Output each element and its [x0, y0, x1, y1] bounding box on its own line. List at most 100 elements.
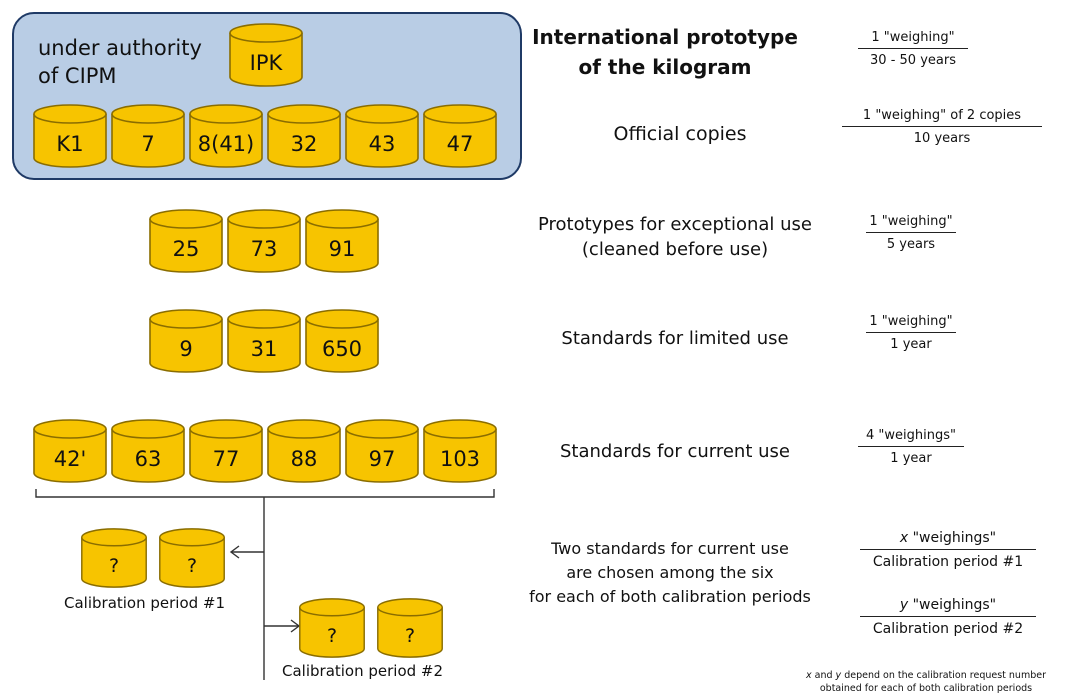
- cylinder-label: 63: [134, 447, 162, 471]
- fraction-numerator: 1 "weighing": [869, 214, 953, 229]
- fraction-bar: [866, 332, 956, 333]
- selection-connector: [35, 489, 495, 680]
- ipk-row-label: International prototype of the kilogram: [530, 22, 800, 82]
- limited-row-label: Standards for limited use: [561, 328, 789, 349]
- footnote-line2: obtained for each of both calibration pe…: [819, 683, 1033, 694]
- footnote-line1: x and y depend on the calibration reques…: [776, 669, 1076, 682]
- ipk-frequency-fraction: 1 "weighing" 30 - 50 years: [858, 30, 968, 68]
- cylinder-label: 25: [172, 237, 200, 261]
- authority-label-line2: of CIPM: [38, 64, 117, 88]
- cylinder-label: IPK: [249, 51, 283, 75]
- cylinder-current-1: 42': [32, 418, 108, 484]
- variable-x: x: [899, 530, 909, 546]
- fraction-bar: [858, 446, 964, 447]
- fraction-numerator: y "weighings": [860, 597, 1036, 616]
- fraction-bar: [866, 232, 956, 233]
- cylinder-label: ?: [186, 555, 198, 577]
- selection-explanation-line1: Two standards for current use: [551, 539, 789, 558]
- cylinder-label: 9: [179, 337, 193, 361]
- cylinder-label: 650: [321, 337, 363, 361]
- cylinder-official-6: 47: [422, 103, 498, 169]
- cylinder-label: 91: [328, 237, 356, 261]
- cylinder-label: 73: [250, 237, 278, 261]
- fraction-denominator: 1 year: [890, 451, 932, 466]
- cylinder-label: 8(41): [197, 132, 255, 156]
- exceptional-row-label: Prototypes for exceptional use (cleaned …: [515, 212, 835, 262]
- current-frequency-fraction: 4 "weighings" 1 year: [858, 428, 964, 466]
- footnote: x and y depend on the calibration reques…: [776, 669, 1076, 695]
- cylinder-cal1-1: ?: [80, 527, 148, 589]
- fraction-denominator: Calibration period #1: [872, 554, 1024, 570]
- footnote-var-x: x: [806, 670, 812, 681]
- cylinder-label: 43: [368, 132, 396, 156]
- fraction-bar: [860, 616, 1036, 617]
- fraction-numerator: 1 "weighing": [869, 314, 953, 329]
- cylinder-limited-3: 650: [304, 308, 380, 374]
- cylinder-exceptional-1: 25: [148, 208, 224, 274]
- cylinder-official-4: 32: [266, 103, 342, 169]
- ipk-row-label-line1: International prototype: [532, 25, 798, 49]
- fraction-numerator: 1 "weighing" of 2 copies: [862, 108, 1022, 123]
- selection-explanation: Two standards for current use are chosen…: [510, 537, 830, 609]
- cylinder-current-5: 97: [344, 418, 420, 484]
- fraction-denominator: 1 year: [890, 337, 932, 352]
- cylinder-label: ?: [108, 555, 120, 577]
- numerator-text: "weighings": [908, 597, 997, 613]
- cylinder-exceptional-3: 91: [304, 208, 380, 274]
- cylinder-official-5: 43: [344, 103, 420, 169]
- cylinder-current-6: 103: [422, 418, 498, 484]
- cylinder-cal2-2: ?: [376, 597, 444, 659]
- footnote-var-y: y: [835, 670, 842, 681]
- numerator-text: "weighings": [908, 530, 997, 546]
- selection-explanation-line2: are chosen among the six: [566, 563, 774, 582]
- variable-y: y: [899, 597, 909, 613]
- fraction-denominator: Calibration period #2: [872, 621, 1024, 637]
- fraction-bar: [842, 126, 1042, 127]
- cylinder-exceptional-2: 73: [226, 208, 302, 274]
- exceptional-frequency-fraction: 1 "weighing" 5 years: [866, 214, 956, 252]
- cylinder-limited-2: 31: [226, 308, 302, 374]
- current-row-label: Standards for current use: [560, 441, 790, 462]
- cylinder-label: K1: [56, 132, 84, 156]
- exceptional-row-label-line1: Prototypes for exceptional use: [538, 214, 812, 235]
- cylinder-label: 88: [290, 447, 318, 471]
- cylinder-label: 32: [290, 132, 318, 156]
- cylinder-label: 42': [53, 447, 87, 471]
- selection-explanation-line3: for each of both calibration periods: [529, 587, 811, 606]
- footnote-and: and: [811, 670, 836, 681]
- fraction-bar: [860, 549, 1036, 550]
- cylinder-cal2-1: ?: [298, 597, 366, 659]
- cylinder-limited-1: 9: [148, 308, 224, 374]
- cylinder-label: ?: [404, 625, 416, 647]
- fraction-numerator: 1 "weighing": [871, 30, 955, 45]
- cylinder-label: 7: [141, 132, 155, 156]
- cylinder-label: 31: [250, 337, 278, 361]
- cal1-frequency-fraction: x "weighings" Calibration period #1: [860, 530, 1036, 570]
- footnote-line1-text: depend on the calibration request number: [841, 670, 1046, 681]
- cylinder-label: 97: [368, 447, 396, 471]
- fraction-numerator: 4 "weighings": [866, 428, 956, 443]
- authority-label: under authority of CIPM: [38, 34, 202, 90]
- cylinder-current-3: 77: [188, 418, 264, 484]
- limited-frequency-fraction: 1 "weighing" 1 year: [866, 314, 956, 352]
- authority-label-line1: under authority: [38, 36, 202, 60]
- cylinder-official-3: 8(41): [188, 103, 264, 169]
- cylinder-cal1-2: ?: [158, 527, 226, 589]
- cylinder-current-2: 63: [110, 418, 186, 484]
- official-frequency-fraction: 1 "weighing" of 2 copies 10 years: [842, 108, 1042, 146]
- fraction-denominator: 10 years: [913, 131, 971, 146]
- official-row-label: Official copies: [613, 123, 747, 145]
- cylinder-label: 47: [446, 132, 474, 156]
- fraction-denominator: 30 - 50 years: [870, 53, 956, 68]
- fraction-denominator: 5 years: [886, 237, 936, 252]
- ipk-row-label-line2: of the kilogram: [578, 55, 752, 79]
- exceptional-row-label-line2: (cleaned before use): [581, 239, 769, 260]
- cylinder-current-4: 88: [266, 418, 342, 484]
- fraction-numerator: x "weighings": [860, 530, 1036, 549]
- fraction-bar: [858, 48, 968, 49]
- cylinder-label: 103: [439, 447, 481, 471]
- calibration-period-1-label: Calibration period #1: [64, 594, 226, 612]
- cylinder-official-2: 7: [110, 103, 186, 169]
- calibration-period-2-label: Calibration period #2: [282, 662, 444, 680]
- cylinder-label: ?: [326, 625, 338, 647]
